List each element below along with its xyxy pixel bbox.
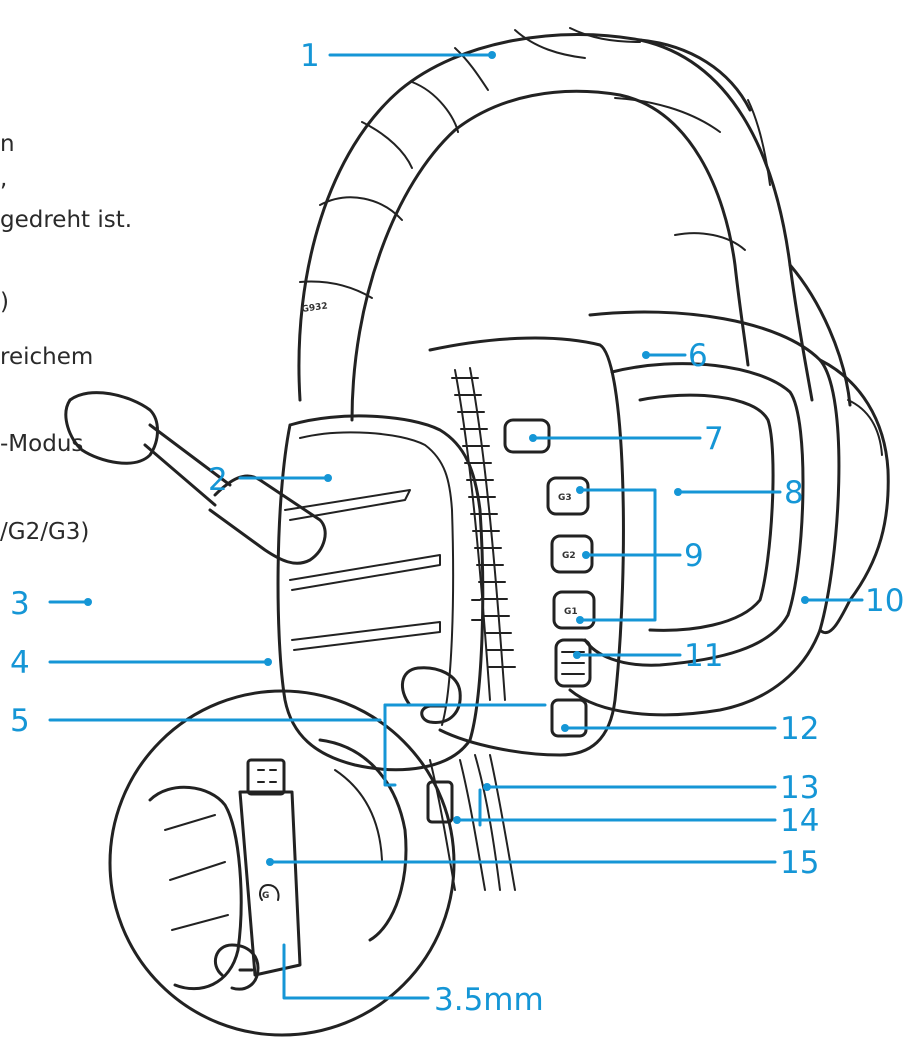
callout-13: 13 (780, 770, 819, 806)
callout-5: 5 (10, 703, 30, 739)
cables (426, 754, 516, 891)
left-earcup (276, 414, 485, 772)
callout-4: 4 (10, 645, 30, 681)
callout-6: 6 (688, 338, 708, 374)
right-earcup (568, 310, 890, 717)
text-fragment-3: gedreht ist. (0, 207, 133, 233)
callout-7: 7 (704, 421, 724, 457)
model-label: G932 (301, 301, 328, 315)
callout-3: 3 (10, 586, 30, 622)
text-fragment-5: reichem (0, 344, 94, 370)
text-fragment-1: n (0, 131, 15, 157)
callout-2: 2 (208, 462, 228, 498)
text-fragment-2: , (0, 166, 8, 192)
callout-12: 12 (780, 711, 819, 747)
g3-button-label: G3 (558, 493, 572, 503)
g2-button-label: G2 (562, 551, 576, 561)
earcup-controls (428, 336, 625, 757)
callout-1: 1 (300, 38, 320, 74)
callout-9: 9 (684, 538, 704, 574)
text-fragment-6: -Modus (0, 431, 84, 457)
usb-logo-label: G (262, 891, 269, 901)
callout-3-5mm: 3.5mm (434, 982, 544, 1018)
callout-11: 11 (684, 638, 723, 674)
headband (297, 27, 852, 422)
text-fragment-7: /G2/G3) (0, 519, 90, 545)
callout-15: 15 (780, 845, 819, 881)
callout-10: 10 (865, 583, 904, 619)
callout-8: 8 (784, 475, 804, 511)
callout-14: 14 (780, 803, 819, 839)
g1-button-label: G1 (564, 607, 578, 617)
text-fragment-4: ) (0, 289, 9, 315)
